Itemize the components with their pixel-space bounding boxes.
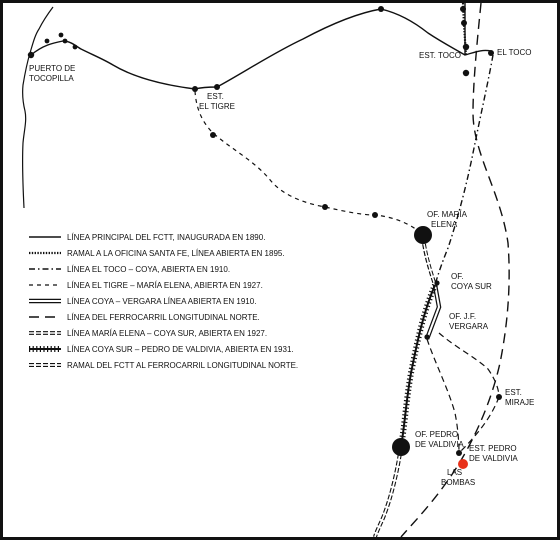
- station-dot: [214, 84, 220, 90]
- oficina-maria-elena-marker: [414, 226, 432, 244]
- route-ramal-longitudinal: [373, 446, 403, 537]
- route-principal: [30, 8, 492, 90]
- route-longitudinal: [400, 3, 510, 537]
- label-maria-elena-2: ELENA: [431, 220, 458, 229]
- label-tigre-1: EST.: [207, 92, 224, 101]
- label-maria-elena-1: OF. MARÍA: [427, 210, 468, 219]
- legend-item-ramal-longitudinal: RAMAL DEL FCTT AL FERROCARRIL LONGITUDIN…: [29, 361, 298, 370]
- station-dot: [322, 204, 328, 210]
- route-branch-miraje-pedro: [458, 396, 500, 454]
- station-dot: [210, 132, 216, 138]
- station-dots: [27, 6, 502, 456]
- label-miraje-1: EST.: [505, 388, 522, 397]
- label-est-pedro-1: EST. PEDRO: [469, 444, 517, 453]
- station-dot-est-toco: [462, 43, 470, 51]
- label-of-pedro-2: DE VALDIVIA: [415, 440, 464, 449]
- station-dot-coya-sur: [434, 280, 440, 286]
- station-dot-est-pedro: [456, 450, 462, 456]
- label-tigre-2: EL TIGRE: [199, 102, 235, 111]
- station-dot-tocopilla: [27, 51, 35, 59]
- station-dot-el-toco: [488, 50, 494, 56]
- station-dot-el-tigre: [192, 86, 198, 92]
- oficina-pedro-de-valdivia-marker: [392, 438, 410, 456]
- label-est-toco: EST. TOCO: [419, 51, 461, 60]
- map-canvas: PUERTO DE TOCOPILLA EST. EL TIGRE EST. T…: [21, 3, 534, 537]
- legend-item-longitudinal: LÍNEA DEL FERROCARRIL LONGITUDINAL NORTE…: [29, 313, 260, 322]
- station-dot: [462, 69, 470, 77]
- map-legend: LÍNEA PRINCIPAL DEL FCTT, INAUGURADA EN …: [29, 233, 298, 370]
- coastline: [21, 6, 54, 209]
- legend-item-santa-fe: RAMAL A LA OFICINA SANTA FE, LÍNEA ABIER…: [29, 249, 285, 258]
- legend-text-santa-fe: RAMAL A LA OFICINA SANTA FE, LÍNEA ABIER…: [67, 249, 285, 258]
- label-tocopilla-2: TOCOPILLA: [29, 74, 74, 83]
- label-las-bombas-2: BOMBAS: [441, 478, 475, 487]
- station-dot: [44, 38, 50, 44]
- legend-item-coya-vergara: LÍNEA COYA – VERGARA LÍNEA ABIERTA EN 19…: [29, 297, 256, 306]
- legend-text-principal: LÍNEA PRINCIPAL DEL FCTT, INAUGURADA EN …: [67, 233, 265, 242]
- legend-item-maria-elena-coya-sur: LÍNEA MARÍA ELENA – COYA SUR, ABIERTA EN…: [29, 329, 267, 338]
- legend-item-toco-coya: LÍNEA EL TOCO – COYA, ABIERTA EN 1910.: [29, 265, 230, 274]
- station-dot: [460, 6, 466, 12]
- label-vergara-1: OF. J.F.: [449, 312, 476, 321]
- route-branch-miraje: [438, 332, 500, 398]
- legend-text-tigre-maria-elena: LÍNEA EL TIGRE – MARÍA ELENA, ABIERTA EN…: [67, 281, 263, 290]
- station-dot: [58, 32, 64, 38]
- las-bombas-marker: [458, 459, 468, 469]
- label-miraje-2: MIRAJE: [505, 398, 534, 407]
- label-el-toco: EL TOCO: [497, 48, 532, 57]
- label-vergara-2: VERGARA: [449, 322, 489, 331]
- station-dot: [62, 38, 68, 44]
- route-toco-coya: [434, 54, 494, 286]
- label-of-pedro-1: OF. PEDRO: [415, 430, 458, 439]
- station-dot-vergara: [424, 334, 430, 340]
- legend-text-longitudinal: LÍNEA DEL FERROCARRIL LONGITUDINAL NORTE…: [67, 313, 260, 322]
- label-las-bombas-1: LAS: [447, 468, 462, 477]
- label-tocopilla-1: PUERTO DE: [29, 64, 75, 73]
- station-dot-miraje: [496, 394, 502, 400]
- legend-text-toco-coya: LÍNEA EL TOCO – COYA, ABIERTA EN 1910.: [67, 265, 230, 274]
- label-coya-sur-2: COYA SUR: [451, 282, 492, 291]
- station-dot: [378, 6, 384, 12]
- station-dot: [461, 20, 467, 26]
- label-coya-sur-1: OF.: [451, 272, 463, 281]
- legend-text-maria-elena-coya-sur: LÍNEA MARÍA ELENA – COYA SUR, ABIERTA EN…: [67, 329, 267, 338]
- legend-text-ramal-longitudinal: RAMAL DEL FCTT AL FERROCARRIL LONGITUDIN…: [67, 361, 298, 370]
- legend-text-coya-sur-pedro: LÍNEA COYA SUR – PEDRO DE VALDIVIA, ABIE…: [67, 345, 294, 354]
- route-branch-vergara-pedro: [426, 338, 460, 454]
- station-dot: [72, 44, 78, 50]
- route-tigre-maria-elena: [194, 90, 424, 236]
- label-est-pedro-2: DE VALDIVIA: [469, 454, 518, 463]
- legend-text-coya-vergara: LÍNEA COYA – VERGARA LÍNEA ABIERTA EN 19…: [67, 297, 256, 306]
- legend-item-principal: LÍNEA PRINCIPAL DEL FCTT, INAUGURADA EN …: [29, 233, 265, 242]
- legend-item-tigre-maria-elena: LÍNEA EL TIGRE – MARÍA ELENA, ABIERTA EN…: [29, 281, 263, 290]
- place-labels: PUERTO DE TOCOPILLA EST. EL TIGRE EST. T…: [29, 48, 534, 487]
- legend-item-coya-sur-pedro: LÍNEA COYA SUR – PEDRO DE VALDIVIA, ABIE…: [29, 345, 294, 354]
- station-dot: [372, 212, 378, 218]
